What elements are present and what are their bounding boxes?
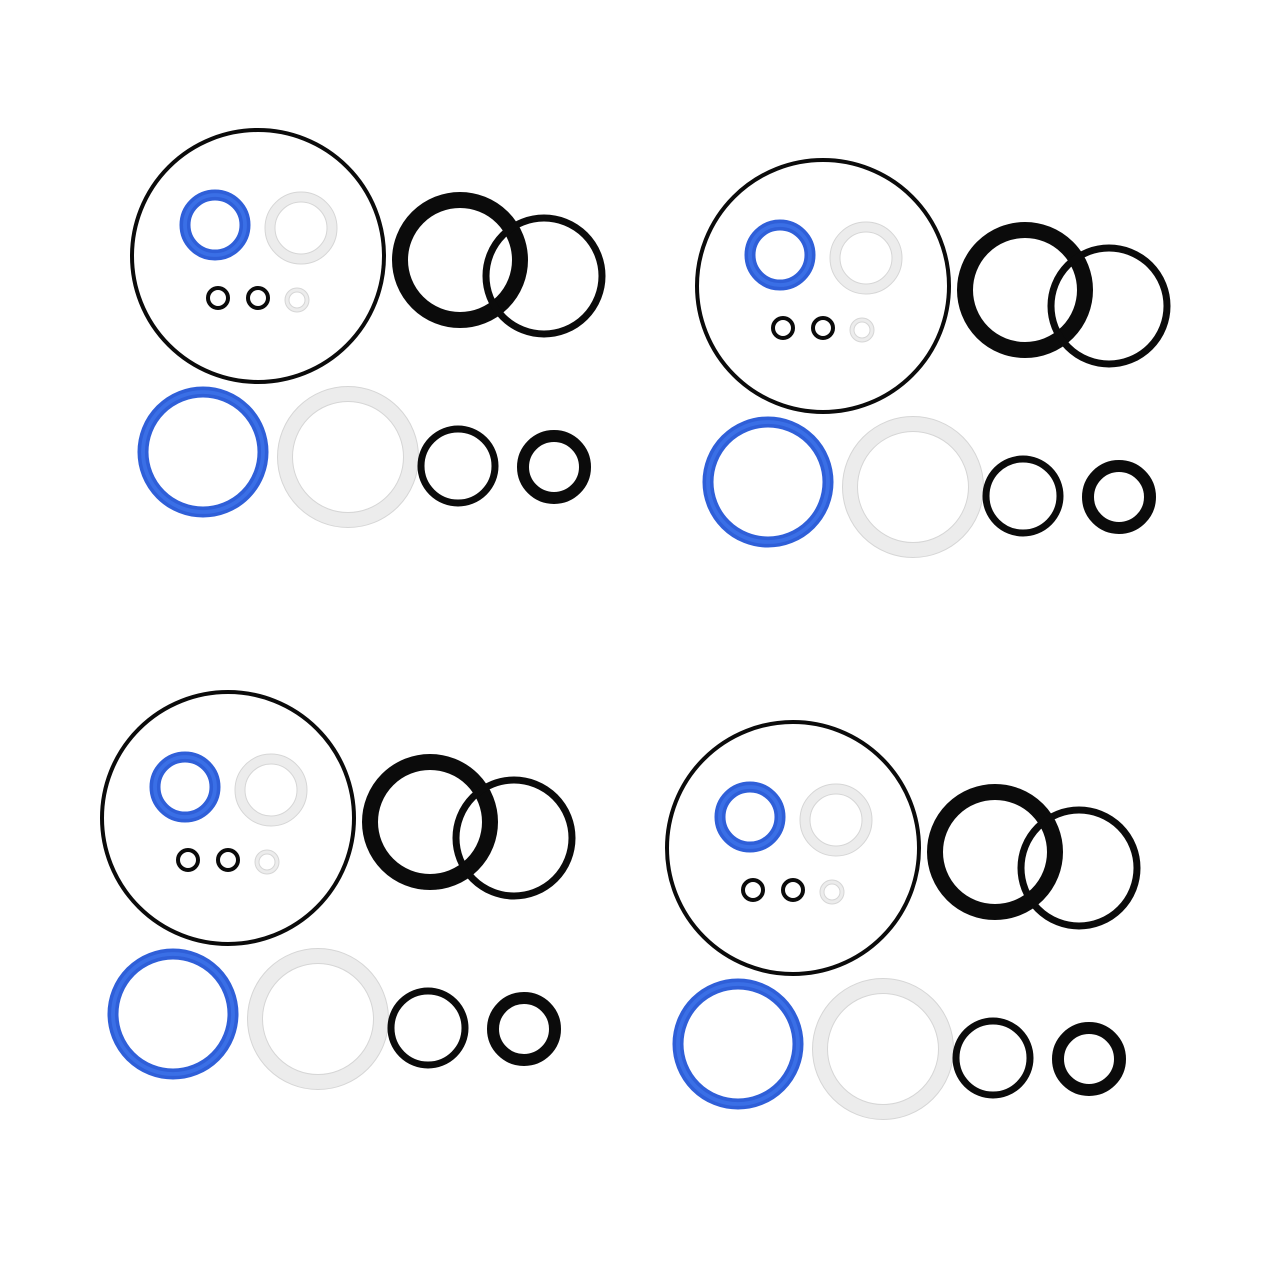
tiny-white-o-ring-edge [288, 291, 306, 309]
large-blue-o-ring-highlight [706, 420, 830, 544]
seal-kit-top-left [130, 128, 606, 528]
small-white-seal [830, 222, 902, 294]
large-white-seal [842, 416, 984, 558]
large-white-seal-edge [857, 431, 969, 543]
large-outer-o-ring [100, 690, 356, 946]
small-white-seal-edge [244, 763, 298, 817]
seal-kit-bottom-left [100, 690, 576, 1090]
tiny-white-o-ring-edge [849, 317, 875, 343]
small-white-seal-edge [839, 231, 893, 285]
tiny-o-ring-1 [206, 286, 230, 310]
medium-black-o-ring [387, 987, 469, 1069]
large-blue-o-ring-highlight [111, 952, 235, 1076]
thick-black-seal [362, 754, 498, 890]
small-white-seal-edge [809, 793, 863, 847]
large-white-seal [277, 386, 419, 528]
large-white-seal [247, 948, 389, 1090]
small-white-seal [235, 754, 307, 826]
tiny-o-ring-2 [811, 316, 835, 340]
large-blue-o-ring-highlight [676, 982, 800, 1106]
tiny-white-o-ring-edge [823, 883, 841, 901]
thick-black-seal [392, 192, 528, 328]
large-white-seal [812, 978, 954, 1120]
tiny-white-o-ring-edge [258, 853, 276, 871]
tiny-white-o-ring-edge [819, 879, 845, 905]
small-blue-seal-highlight [748, 223, 812, 287]
tiny-white-o-ring [850, 318, 874, 342]
tiny-white-o-ring-edge [284, 287, 310, 313]
medium-black-o-ring [952, 1017, 1034, 1099]
small-black-seal [1082, 460, 1156, 534]
small-black-seal [487, 992, 561, 1066]
tiny-o-ring-1 [741, 878, 765, 902]
large-white-seal-edge [277, 386, 419, 528]
thick-black-seal [927, 784, 1063, 920]
small-white-seal-edge [799, 783, 873, 857]
thin-black-o-ring [482, 214, 606, 338]
large-white-seal-edge [812, 978, 954, 1120]
small-white-seal-edge [234, 753, 308, 827]
thin-black-o-ring [1017, 806, 1141, 930]
thin-black-o-ring [1047, 244, 1171, 368]
small-blue-seal-highlight [153, 755, 217, 819]
tiny-o-ring-2 [246, 286, 270, 310]
large-white-seal-edge [842, 416, 984, 558]
tiny-white-o-ring [820, 880, 844, 904]
large-outer-o-ring [695, 158, 951, 414]
large-white-seal-edge [827, 993, 939, 1105]
small-white-seal-edge [264, 191, 338, 265]
small-black-seal [517, 430, 591, 504]
tiny-o-ring-2 [781, 878, 805, 902]
tiny-o-ring-1 [771, 316, 795, 340]
large-outer-o-ring [665, 720, 921, 976]
large-outer-o-ring [130, 128, 386, 384]
medium-black-o-ring [982, 455, 1064, 537]
small-white-seal-edge [274, 201, 328, 255]
small-blue-seal-highlight [718, 785, 782, 849]
small-black-seal [1052, 1022, 1126, 1096]
seal-kit-bottom-right [665, 720, 1141, 1120]
thick-black-seal [957, 222, 1093, 358]
small-white-seal [800, 784, 872, 856]
large-white-seal-edge [247, 948, 389, 1090]
tiny-white-o-ring-edge [853, 321, 871, 339]
tiny-white-o-ring [285, 288, 309, 312]
tiny-white-o-ring [255, 850, 279, 874]
tiny-white-o-ring-edge [254, 849, 280, 875]
tiny-o-ring-2 [216, 848, 240, 872]
seal-kit-top-right [695, 158, 1171, 558]
small-white-seal [265, 192, 337, 264]
thin-black-o-ring [452, 776, 576, 900]
medium-black-o-ring [417, 425, 499, 507]
small-white-seal-edge [829, 221, 903, 295]
tiny-o-ring-1 [176, 848, 200, 872]
large-white-seal-edge [292, 401, 404, 513]
large-blue-o-ring-highlight [141, 390, 265, 514]
large-white-seal-edge [262, 963, 374, 1075]
small-blue-seal-highlight [183, 193, 247, 257]
